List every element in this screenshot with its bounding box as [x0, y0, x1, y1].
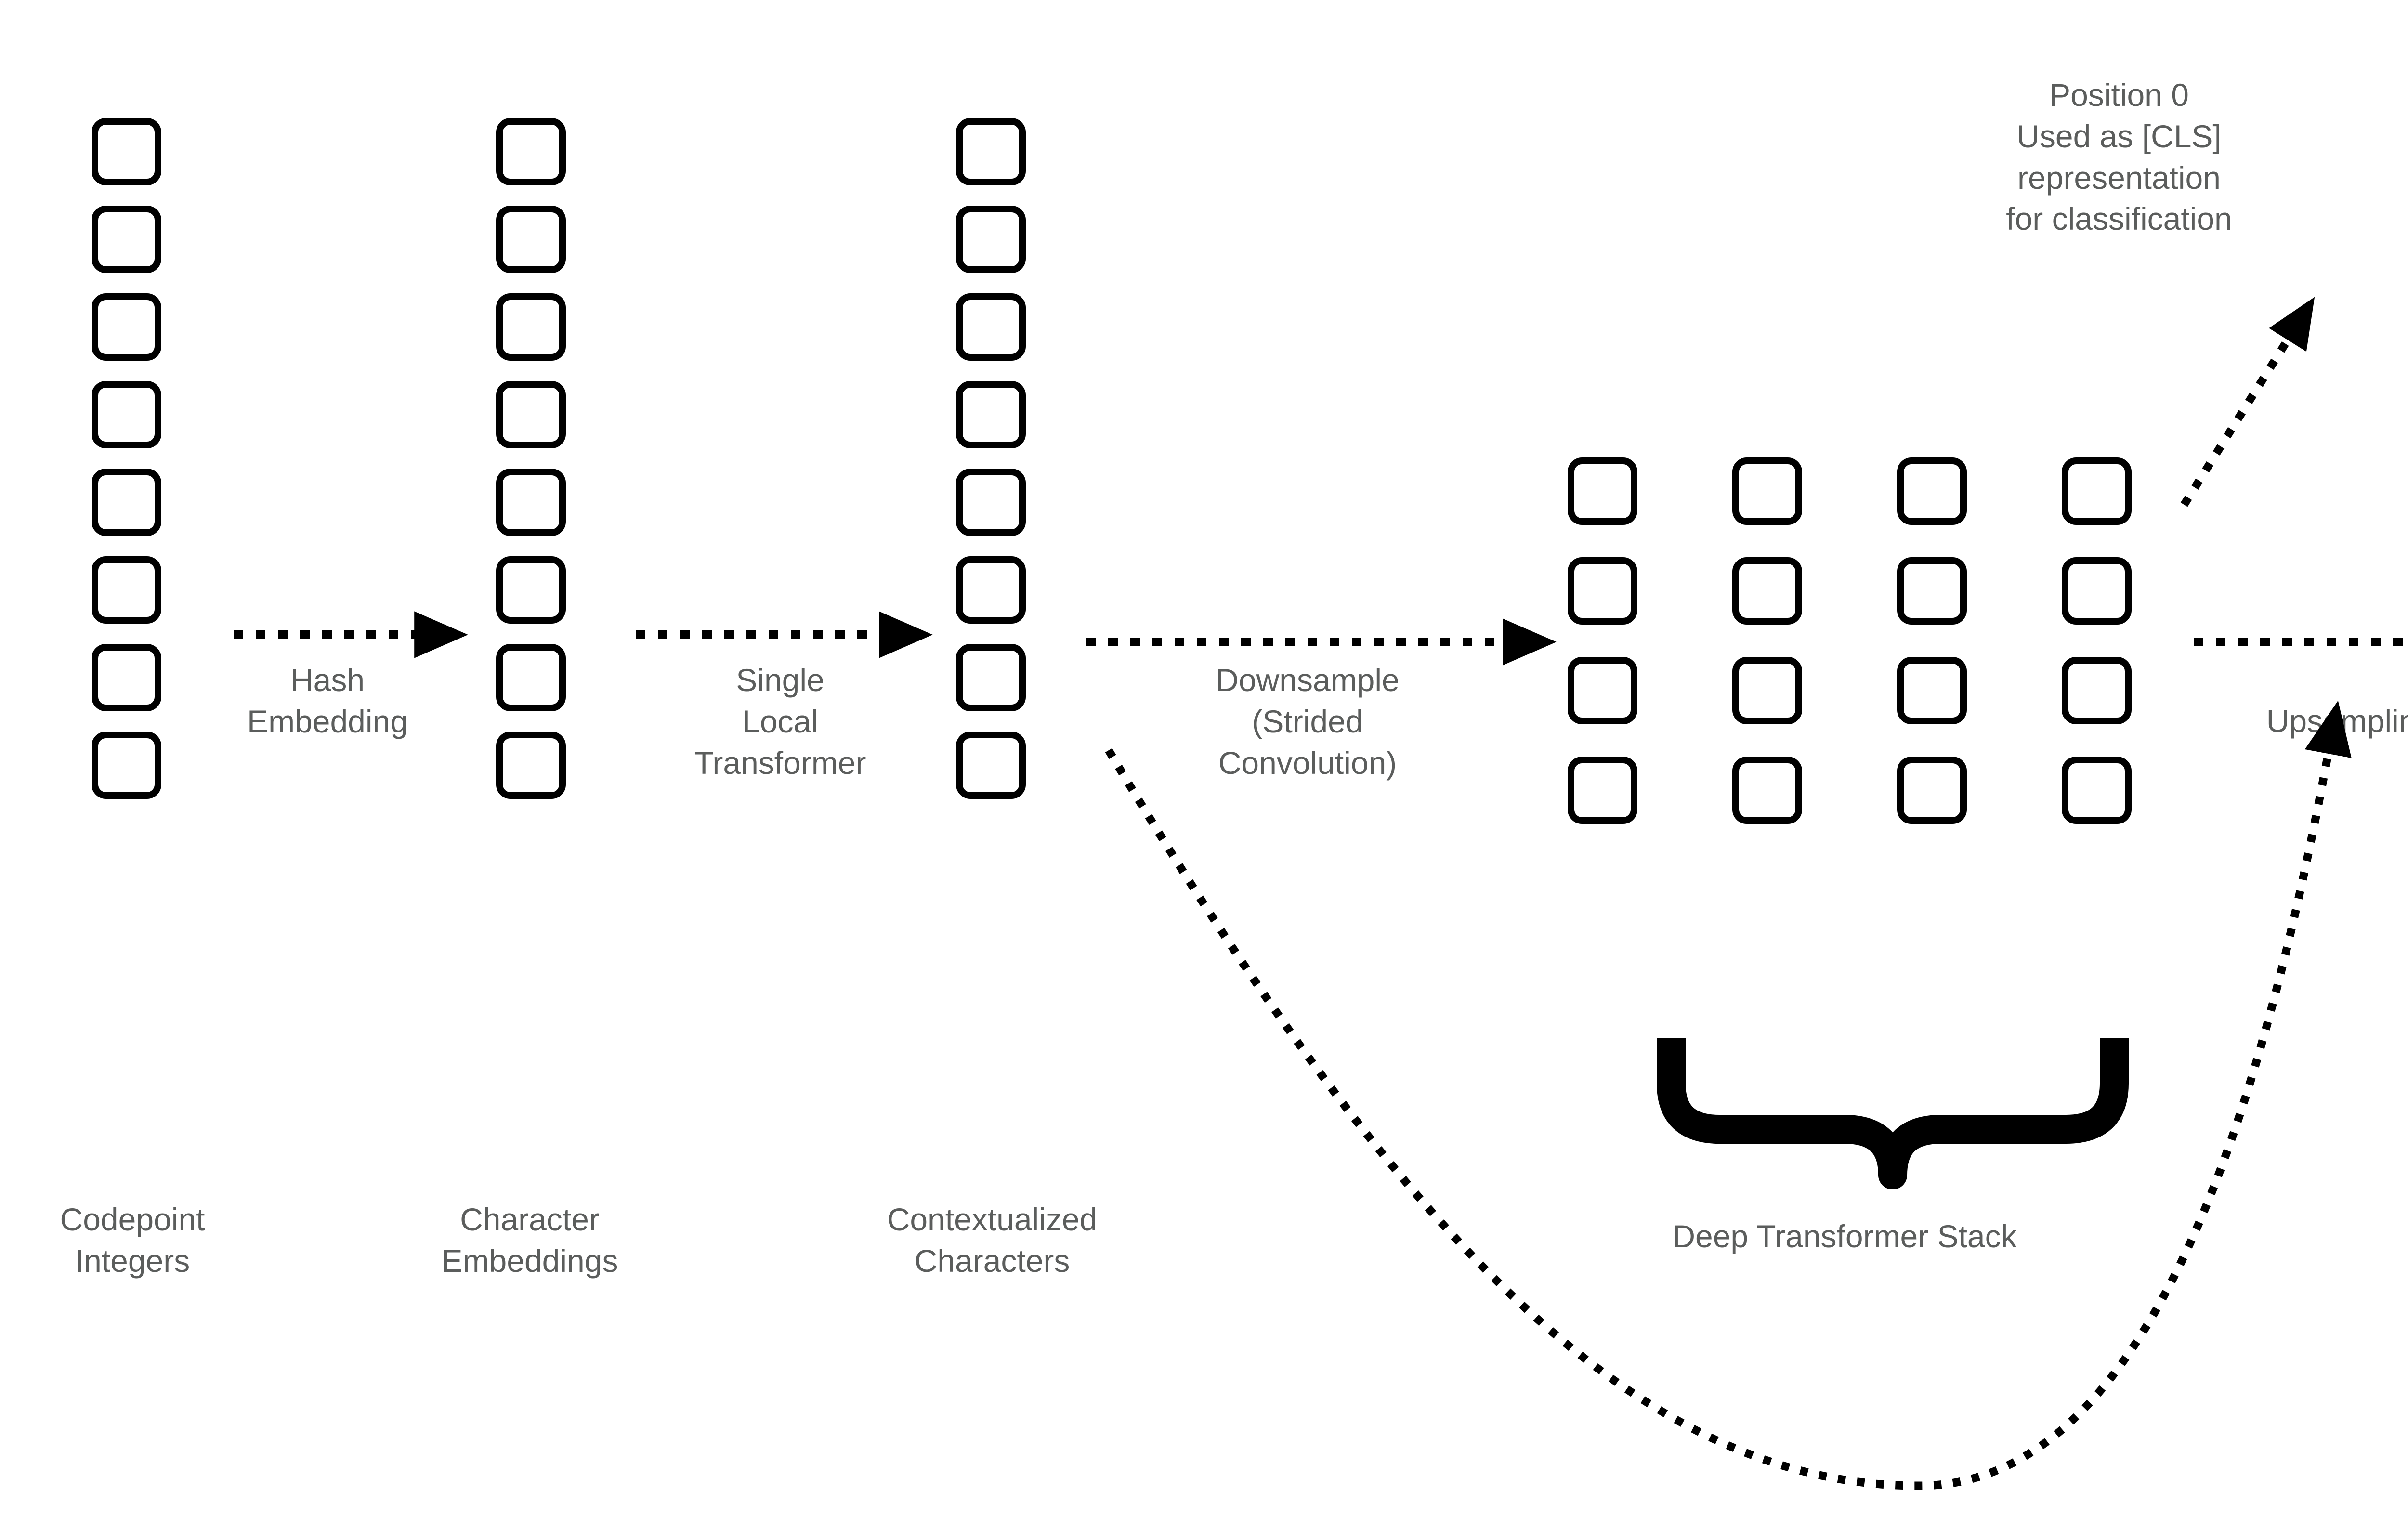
- label-line: Transformer: [694, 745, 866, 781]
- cell-box: [92, 644, 161, 711]
- label-line: Hash: [290, 662, 365, 698]
- label-line: for classification: [2006, 201, 2232, 237]
- arrow-label-hash-embedding: Hash Embedding: [193, 660, 462, 743]
- cell-box: [496, 206, 566, 273]
- cell-box: [956, 118, 1026, 185]
- arrow-label-downsample: Downsample (Strided Convolution): [1122, 660, 1493, 784]
- arrow-label-single-local-transformer: Single Local Transformer: [626, 660, 934, 784]
- cell-box: [2062, 757, 2132, 824]
- cell-box: [1897, 557, 1967, 625]
- label-line: Embeddings: [441, 1242, 618, 1279]
- arrow-cls-callout: [2180, 297, 2315, 507]
- cell-box: [1568, 457, 1637, 525]
- cell-box: [1732, 457, 1802, 525]
- column-label-contextualized-characters: Contextualized Characters: [807, 1199, 1178, 1282]
- cell-box: [92, 118, 161, 185]
- cell-box: [496, 732, 566, 799]
- cell-box: [956, 206, 1026, 273]
- column-label-codepoint-integers: Codepoint Integers: [0, 1199, 318, 1282]
- label-line: Embedding: [247, 703, 408, 739]
- cell-box: [1568, 557, 1637, 625]
- cell-box: [496, 556, 566, 624]
- cell-box: [956, 556, 1026, 624]
- label-line: Downsample: [1216, 662, 1400, 698]
- cell-box: [956, 293, 1026, 361]
- label-line: (Strided: [1252, 703, 1363, 739]
- cell-box: [496, 644, 566, 711]
- label-line: Character: [460, 1202, 600, 1237]
- cell-box: [1732, 757, 1802, 824]
- cell-box: [92, 206, 161, 273]
- cell-box: [1897, 457, 1967, 525]
- cell-box: [92, 469, 161, 536]
- cell-box: [92, 556, 161, 624]
- cell-box: [92, 293, 161, 361]
- arrow-label-upsampling: Upsampling: [2201, 701, 2408, 742]
- cell-box: [956, 644, 1026, 711]
- column-label-concatenated-representations: Concatenated Representations: [2360, 1206, 2408, 1289]
- label-line: Used as [CLS]: [2016, 118, 2222, 154]
- cell-box: [2062, 557, 2132, 625]
- cell-box: [92, 732, 161, 799]
- brace-deep-transformer-stack: [1657, 1038, 2129, 1189]
- cell-box: [1732, 657, 1802, 724]
- label-line: Convolution): [1218, 745, 1397, 781]
- cell-box: [1897, 657, 1967, 724]
- cls-callout-note: Position 0 Used as [CLS] representation …: [1907, 75, 2331, 240]
- cell-box: [956, 381, 1026, 448]
- cell-box: [496, 469, 566, 536]
- label-line: Representations: [2360, 1248, 2408, 1289]
- label-line: Local: [742, 703, 818, 739]
- label-line: Upsampling: [2266, 703, 2408, 739]
- arrow-residual-skip-connection: [1105, 700, 2352, 1490]
- column-contextualized-characters: [956, 118, 1026, 799]
- label-line: Deep Transformer Stack: [1672, 1218, 2017, 1254]
- column-character-embeddings: [496, 118, 566, 799]
- cell-box: [2062, 657, 2132, 724]
- cell-box: [496, 293, 566, 361]
- label-line: Codepoint: [60, 1202, 205, 1237]
- cell-box: [956, 469, 1026, 536]
- cell-box: [1732, 557, 1802, 625]
- cell-box: [92, 381, 161, 448]
- label-line: Integers: [75, 1242, 190, 1279]
- cell-box: [956, 732, 1026, 799]
- column-label-deep-transformer-stack: Deep Transformer Stack: [1531, 1216, 2158, 1257]
- column-label-character-embeddings: Character Embeddings: [344, 1199, 715, 1282]
- cell-box: [1897, 757, 1967, 824]
- grid-deep-transformer-stack: [1568, 457, 2132, 824]
- cell-box: [1568, 757, 1637, 824]
- label-line: Position 0: [2049, 77, 2189, 113]
- label-line: Contextualized: [887, 1202, 1098, 1237]
- cell-box: [1568, 657, 1637, 724]
- label-line: Characters: [914, 1242, 1070, 1279]
- cell-box: [496, 381, 566, 448]
- cell-box-cls-position: [2062, 457, 2132, 525]
- column-codepoint-integers: [92, 118, 161, 799]
- label-line: representation: [2017, 159, 2221, 196]
- label-line: Concatenated: [2360, 1206, 2408, 1248]
- cell-box: [496, 118, 566, 185]
- label-line: Single: [736, 662, 824, 698]
